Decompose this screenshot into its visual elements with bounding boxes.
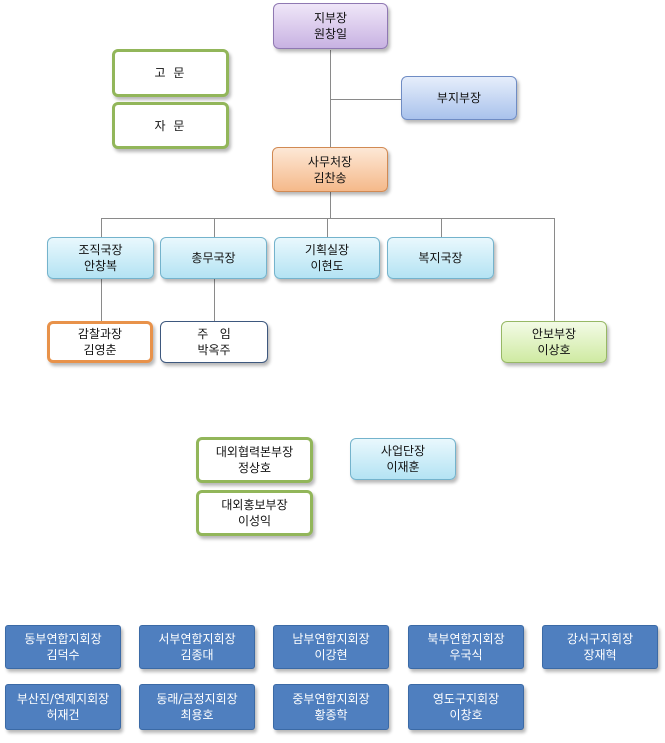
branch-north-title: 북부연합지회장 bbox=[427, 632, 505, 646]
branch-busanjin-name: 허재건 bbox=[46, 708, 80, 722]
external-cooperation-title: 대외협력본부장 bbox=[215, 445, 294, 459]
connector-chief-to-secretary bbox=[330, 50, 331, 147]
secretary-general-name: 김찬송 bbox=[313, 170, 347, 185]
staff-name: 박옥주 bbox=[197, 343, 231, 357]
connector-secretary-down bbox=[330, 192, 331, 219]
branch-yeongdo-title: 영도구지회장 bbox=[432, 692, 500, 706]
branch-north-name: 우국식 bbox=[449, 648, 483, 662]
chief-name: 원창일 bbox=[313, 27, 348, 41]
security-chief-box: 안보부장 이상호 bbox=[501, 321, 607, 363]
connector-drop-planning bbox=[327, 218, 328, 237]
secretary-general-box: 사무처장 김찬송 bbox=[272, 147, 388, 192]
audit-chief-name: 김영춘 bbox=[83, 343, 117, 357]
branch-gangseo-title: 강서구지회장 bbox=[566, 632, 634, 646]
audit-chief-box: 감찰과장 김영춘 bbox=[47, 321, 153, 363]
department-welfare-title: 복지국장 bbox=[418, 251, 463, 265]
connector-drop-general bbox=[214, 218, 215, 237]
branch-yeongdo-box: 영도구지회장 이창호 bbox=[408, 684, 524, 730]
external-pr-box: 대외홍보부장 이성익 bbox=[196, 490, 313, 536]
branch-central-title: 중부연합지회장 bbox=[292, 692, 370, 706]
department-planning-box: 기획실장 이현도 bbox=[274, 237, 380, 279]
advisor-label: 고 문 bbox=[154, 66, 187, 80]
branch-dongnae-box: 동래/금정지회장 최용호 bbox=[139, 684, 255, 730]
department-org-name: 안창복 bbox=[83, 259, 118, 273]
business-director-name: 이재훈 bbox=[386, 460, 420, 474]
branch-west-title: 서부연합지회장 bbox=[158, 632, 236, 646]
consultant-label: 자 문 bbox=[154, 118, 187, 133]
branch-south-name: 이강현 bbox=[314, 648, 348, 662]
branch-north-box: 북부연합지회장 우국식 bbox=[408, 625, 524, 669]
staff-title: 주 임 bbox=[197, 327, 231, 341]
staff-box: 주 임 박옥주 bbox=[160, 321, 268, 363]
connector-drop-org bbox=[101, 218, 102, 237]
chief-title: 지부장 bbox=[313, 11, 348, 25]
vice-chief-box: 부지부장 bbox=[401, 76, 517, 120]
connector-drop-welfare bbox=[441, 218, 442, 237]
department-org-title: 조직국장 bbox=[78, 243, 123, 257]
branch-busanjin-title: 부산진/연제지회장 bbox=[16, 692, 110, 706]
department-planning-title: 기획실장 bbox=[304, 243, 350, 257]
consultant-box: 자 문 bbox=[112, 102, 229, 149]
branch-central-box: 중부연합지회장 황종학 bbox=[273, 684, 389, 730]
audit-chief-title: 감찰과장 bbox=[77, 327, 123, 341]
business-director-box: 사업단장 이재훈 bbox=[350, 438, 456, 480]
security-chief-title: 안보부장 bbox=[531, 327, 577, 341]
connector-drop-security bbox=[554, 218, 555, 321]
advisor-box: 고 문 bbox=[112, 49, 229, 97]
connector-org-to-audit bbox=[101, 279, 102, 321]
branch-south-box: 남부연합지회장 이강현 bbox=[273, 625, 389, 669]
branch-east-title: 동부연합지회장 bbox=[24, 632, 102, 646]
external-pr-title: 대외홍보부장 bbox=[221, 498, 288, 512]
security-chief-name: 이상호 bbox=[537, 343, 571, 357]
connector-department-bus bbox=[101, 218, 555, 219]
secretary-general-title: 사무처장 bbox=[307, 154, 353, 169]
branch-gangseo-box: 강서구지회장 장재혁 bbox=[542, 625, 658, 669]
department-org-box: 조직국장 안창복 bbox=[47, 237, 154, 279]
branch-east-name: 김덕수 bbox=[46, 648, 80, 662]
connector-to-vice-chief bbox=[330, 99, 401, 100]
branch-dongnae-name: 최용호 bbox=[180, 708, 214, 722]
department-planning-name: 이현도 bbox=[310, 259, 344, 273]
department-general-title: 총무국장 bbox=[191, 251, 236, 265]
branch-busanjin-box: 부산진/연제지회장 허재건 bbox=[5, 684, 121, 730]
branch-south-title: 남부연합지회장 bbox=[292, 632, 370, 646]
business-director-title: 사업단장 bbox=[380, 444, 426, 458]
department-welfare-box: 복지국장 bbox=[387, 237, 494, 279]
branch-west-name: 김종대 bbox=[180, 648, 214, 662]
branch-yeongdo-name: 이창호 bbox=[449, 708, 483, 722]
branch-dongnae-title: 동래/금정지회장 bbox=[156, 692, 238, 706]
branch-east-box: 동부연합지회장 김덕수 bbox=[5, 625, 121, 669]
chief-box: 지부장 원창일 bbox=[273, 3, 388, 49]
branch-west-box: 서부연합지회장 김종대 bbox=[139, 625, 255, 669]
branch-central-name: 황종학 bbox=[314, 708, 348, 722]
branch-gangseo-name: 장재혁 bbox=[583, 648, 617, 662]
connector-general-to-staff bbox=[214, 279, 215, 321]
department-general-box: 총무국장 bbox=[160, 237, 267, 279]
external-cooperation-box: 대외협력본부장 정상호 bbox=[196, 437, 313, 483]
external-pr-name: 이성익 bbox=[237, 514, 272, 528]
external-cooperation-name: 정상호 bbox=[237, 461, 272, 475]
vice-chief-title: 부지부장 bbox=[436, 91, 482, 105]
